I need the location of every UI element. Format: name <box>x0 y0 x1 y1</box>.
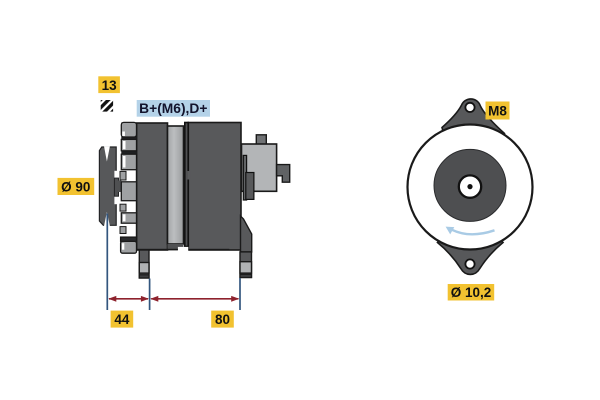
svg-text:B+(M6),D+: B+(M6),D+ <box>139 101 207 116</box>
svg-text:Ø 10,2: Ø 10,2 <box>451 285 492 300</box>
svg-text:44: 44 <box>114 312 130 327</box>
svg-text:M8: M8 <box>488 104 507 119</box>
svg-text:13: 13 <box>102 78 118 93</box>
svg-text:Ø 90: Ø 90 <box>61 179 90 194</box>
svg-text:80: 80 <box>215 312 230 327</box>
